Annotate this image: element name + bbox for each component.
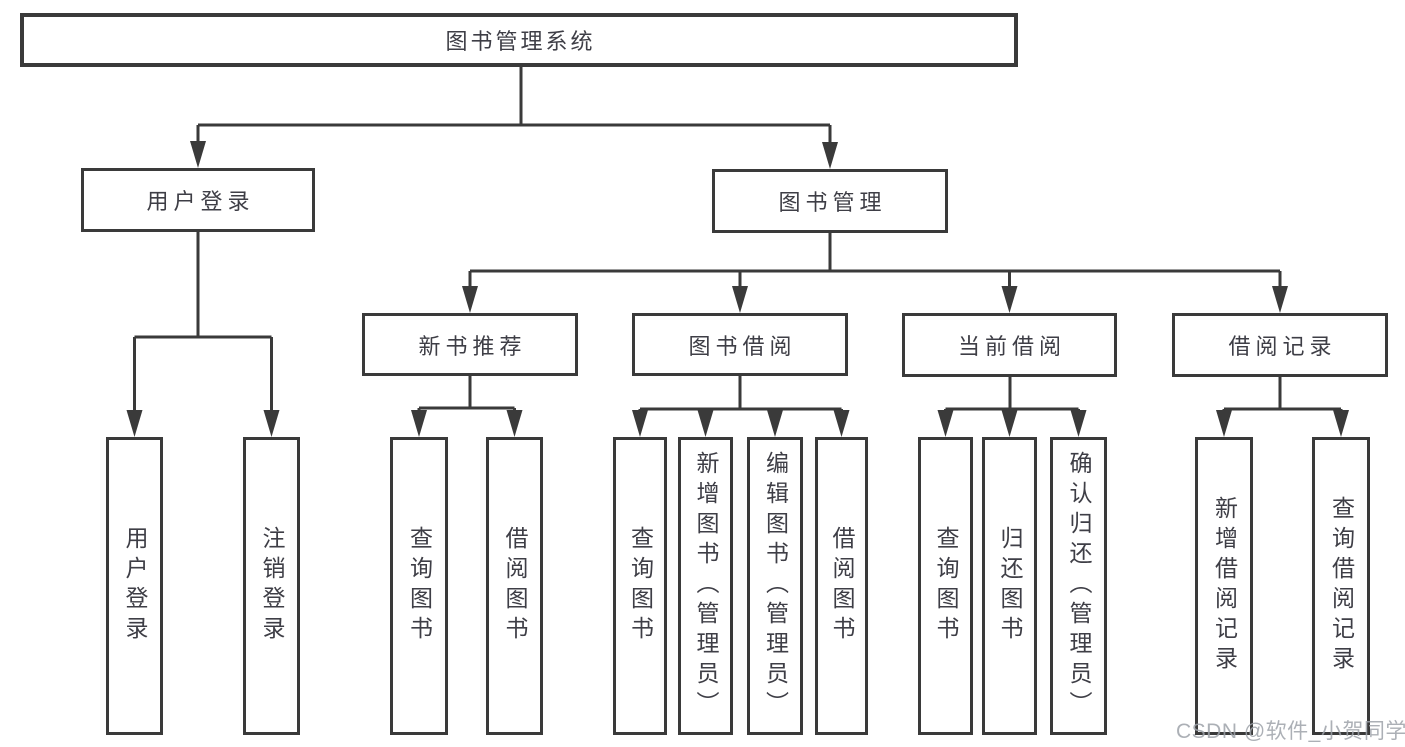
arrowhead [462,286,478,313]
node-user-login-label: 用户登录 [146,189,255,214]
arrowhead [1333,410,1349,437]
node-book-borrow: 图书借阅 [632,313,848,376]
leaf-user-login: 用户登录 [106,437,163,735]
leaf-logout-label: 注销登录 [259,526,285,646]
leaf-br-add-record: 新增借阅记录 [1195,437,1253,735]
leaf-bb-query-books-label: 查询图书 [627,526,654,646]
leaf-bb-borrow-books: 借阅图书 [815,437,868,735]
leaf-bb-query-books: 查询图书 [613,437,667,735]
node-new-book-rec-label: 新书推荐 [418,333,527,359]
leaf-bb-add-books: 新增图书（管理员） [678,437,733,735]
arrowhead [1001,286,1018,313]
leaf-bb-add-books-label: 新增图书（管理员） [693,451,719,721]
leaf-br-add-record-label: 新增借阅记录 [1211,496,1238,676]
node-borrow-record: 借阅记录 [1172,313,1388,377]
arrowhead [632,410,648,437]
arrowhead [822,142,838,169]
leaf-bb-borrow-books-label: 借阅图书 [829,526,855,646]
leaf-br-query-record: 查询借阅记录 [1312,437,1370,735]
leaf-user-login-label: 用户登录 [122,526,148,646]
node-book-mgmt-label: 图书管理 [778,190,887,215]
node-book-borrow-label: 图书借阅 [688,333,797,359]
arrowhead [190,141,206,168]
leaf-cb-return-books-label: 归还图书 [997,526,1023,646]
arrowhead [1272,286,1288,313]
leaf-cb-confirm-return: 确认归还（管理员） [1050,437,1107,735]
leaf-cb-return-books: 归还图书 [982,437,1037,735]
node-current-borrow: 当前借阅 [902,313,1117,377]
node-current-borrow-label: 当前借阅 [957,334,1066,359]
leaf-nb-borrow-books-label: 借阅图书 [502,526,528,646]
connector-user-login-children [133,232,273,411]
arrowhead [263,410,280,437]
arrowhead [506,410,523,437]
leaf-bb-edit-books: 编辑图书（管理员） [747,437,803,735]
arrowhead [411,410,427,437]
node-root-label: 图书管理系统 [445,29,596,54]
node-new-book-rec: 新书推荐 [362,313,578,376]
arrowhead [1001,410,1018,437]
arrowhead [767,410,783,437]
connector-root-to-level2 [196,67,832,143]
connector-borrow-record-children [1222,377,1343,411]
leaf-nb-query-books-label: 查询图书 [406,526,433,646]
connector-book-borrow-children [638,376,843,411]
connector-current-borrow-children [944,377,1080,411]
leaf-nb-borrow-books: 借阅图书 [486,437,543,735]
arrowhead [732,286,748,313]
node-book-mgmt: 图书管理 [712,169,948,233]
leaf-cb-query-books-label: 查询图书 [933,526,959,646]
arrowhead [833,410,850,437]
leaf-nb-query-books: 查询图书 [390,437,448,735]
arrowhead [937,410,954,437]
node-root: 图书管理系统 [20,13,1018,67]
csdn-watermark: CSDN @软件_小贺同学 [1176,720,1405,743]
leaf-cb-query-books: 查询图书 [918,437,973,735]
leaf-br-query-record-label: 查询借阅记录 [1328,496,1355,676]
leaf-logout: 注销登录 [243,437,300,735]
arrowhead [126,410,143,437]
connector-new-book-rec-children [417,376,516,411]
arrowhead [1216,410,1232,437]
leaf-bb-edit-books-label: 编辑图书（管理员） [762,451,789,721]
arrowhead [697,410,714,437]
node-borrow-record-label: 借阅记录 [1228,334,1337,359]
arrowhead [1070,410,1087,437]
node-user-login: 用户登录 [81,168,315,232]
connector-book-mgmt-children [468,233,1282,287]
leaf-cb-confirm-return-label: 确认归还（管理员） [1066,451,1092,721]
